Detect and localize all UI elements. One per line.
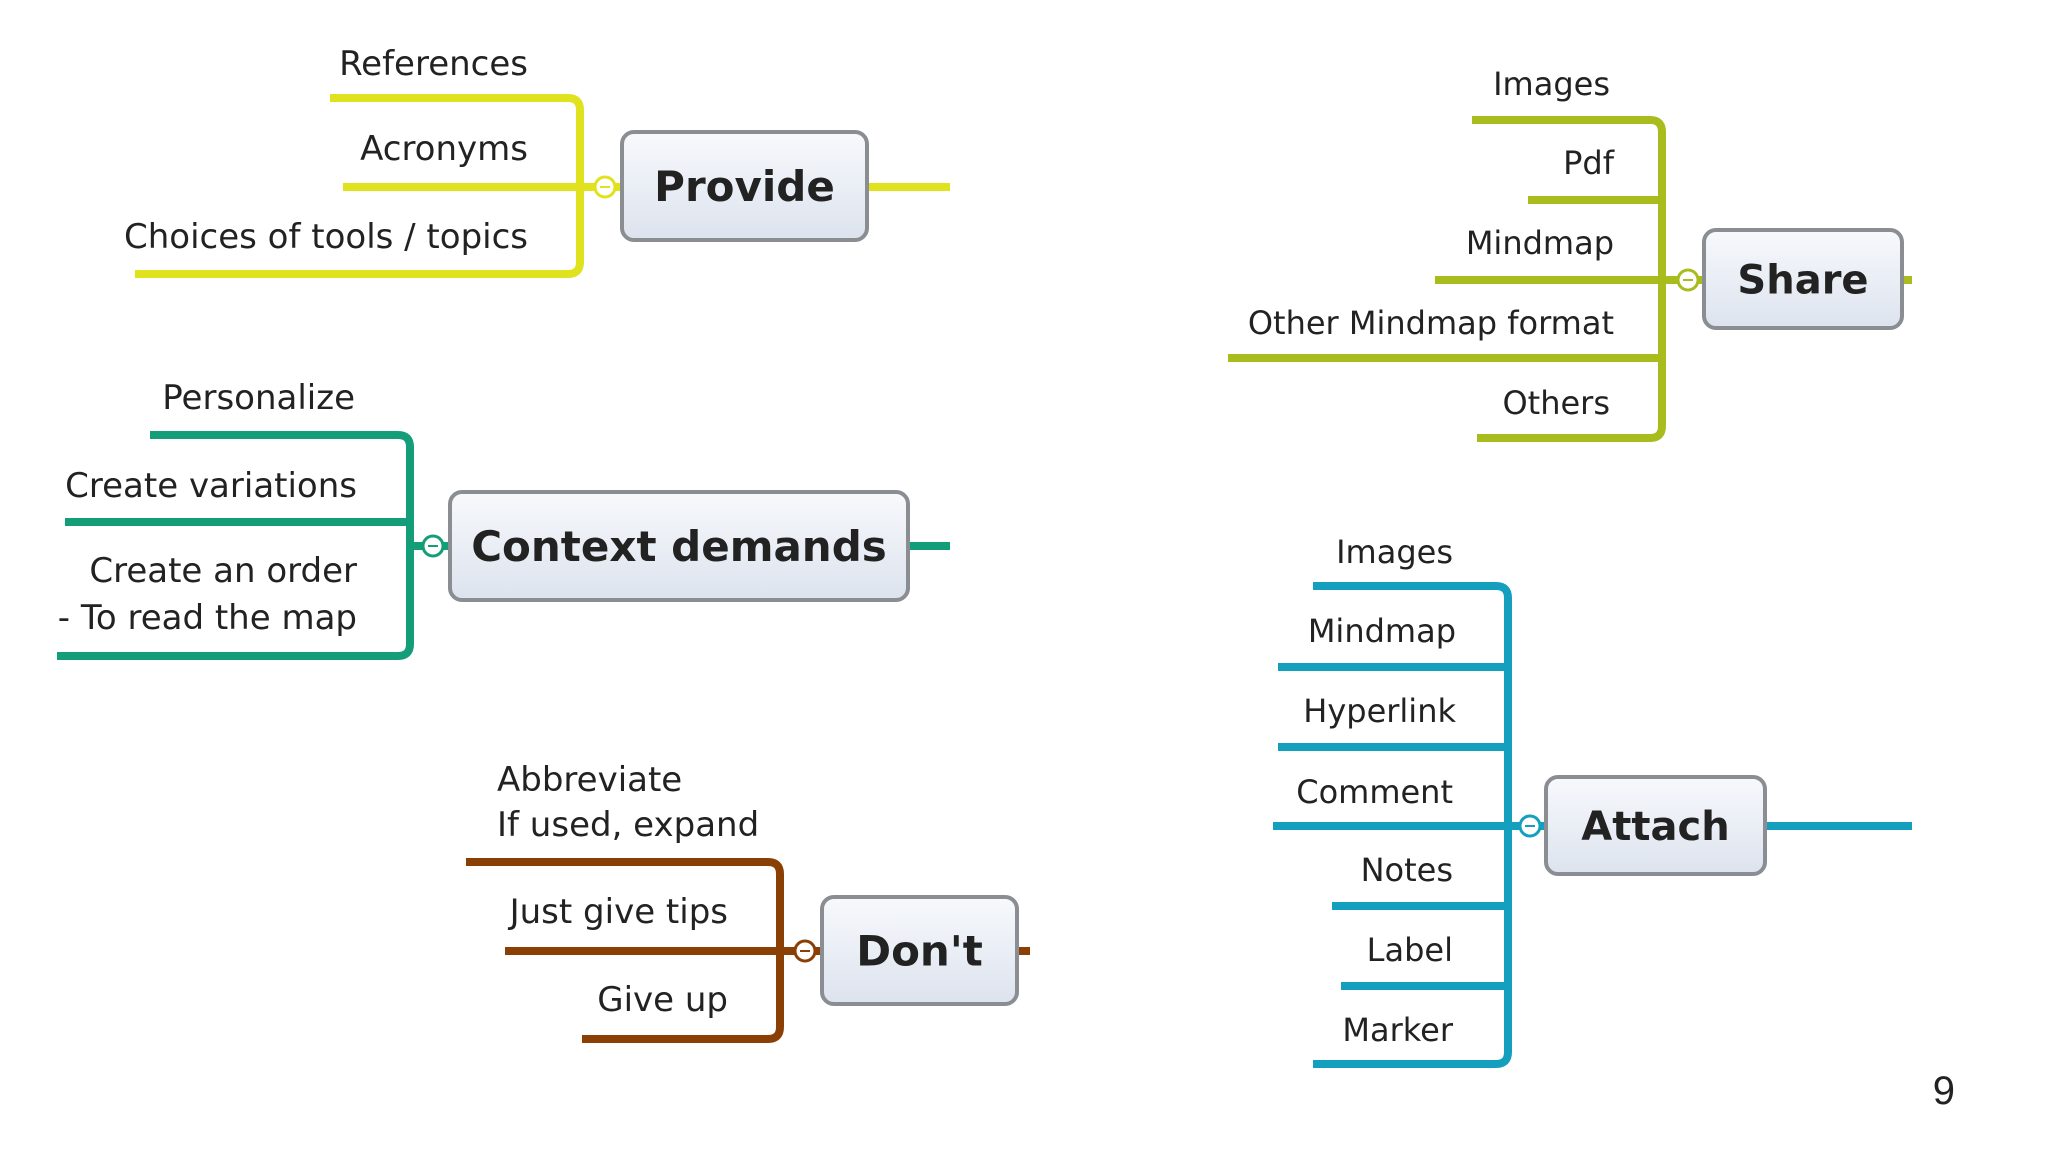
context-node-title: Context demands [471,522,887,571]
attach-item-label: Mindmap [1308,612,1456,650]
dont-node-box[interactable] [820,895,1019,1006]
dont-item-label-line: Abbreviate [497,760,682,800]
share-node-title: Share [1737,257,1868,303]
context-item-label: Create variations [65,466,357,506]
attach-item-label: Images [1336,533,1453,571]
dont-node-title: Don't [856,927,983,976]
attach-item-label: Comment [1296,773,1453,811]
context-node-box[interactable] [448,490,910,602]
context-item-label: Create an order - To read the map [58,551,357,638]
attach-item-label: Notes [1361,851,1453,889]
branch-attach: ImagesMindmapHyperlinkCommentNotesLabelM… [1273,533,1912,1068]
page-number: 9 [1932,1069,1955,1113]
share-item-label: Mindmap [1466,224,1614,262]
share-item-label: Others [1502,384,1610,422]
share-item-label: Images [1493,65,1610,103]
dont-item-label-line: If used, expand [497,805,759,845]
dont-item-label: Abbreviate If used, expand [497,760,759,845]
context-item-label: Personalize [162,378,355,418]
provide-node-title: Provide [654,162,835,211]
attach-node-title: Attach [1581,804,1729,850]
share-item-label: Pdf [1563,144,1615,182]
attach-node-box[interactable] [1544,775,1767,876]
context-item-label-line: Create an order [89,551,357,591]
attach-item-label: Label [1367,931,1453,969]
provide-item-label: References [339,44,528,84]
context-trunk [397,431,414,660]
attach-item-label: Marker [1342,1011,1453,1049]
share-node-box[interactable] [1702,228,1904,330]
context-item-label-line: - To read the map [58,598,357,638]
dont-item-label: Give up [597,980,728,1020]
provide-item-label: Choices of tools / topics [124,217,528,257]
share-item-label: Other Mindmap format [1248,304,1614,342]
dont-item-label: Just give tips [508,892,728,932]
attach-item-label: Hyperlink [1303,692,1456,730]
provide-item-label: Acronyms [360,129,528,169]
provide-node-box[interactable] [620,130,869,242]
